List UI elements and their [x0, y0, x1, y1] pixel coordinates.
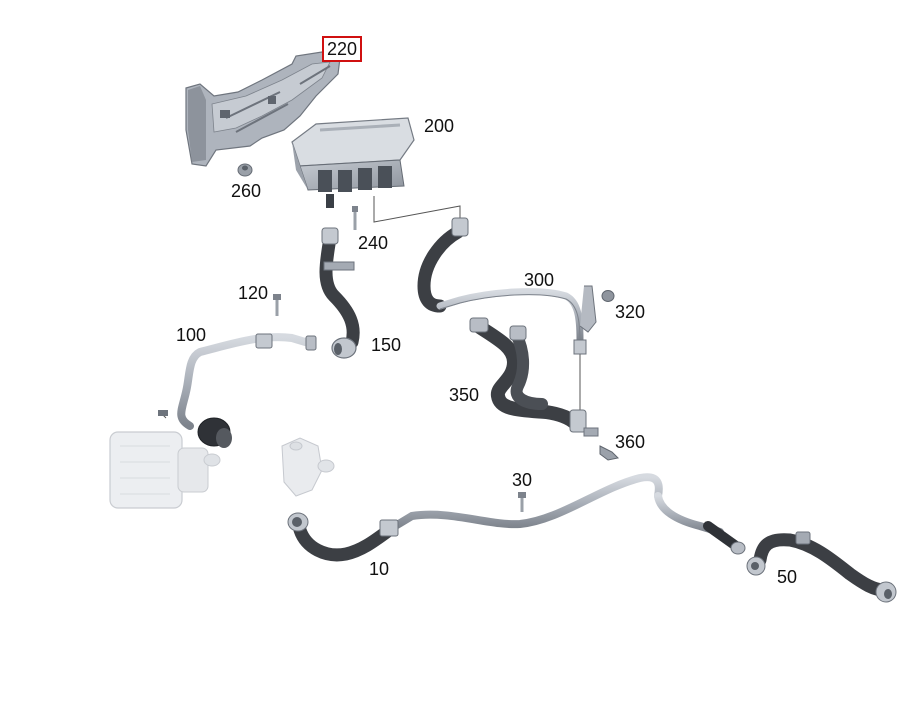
callout-200[interactable]: 200 — [424, 116, 455, 136]
callout-120[interactable]: 120 — [238, 283, 269, 303]
nut-260[interactable] — [237, 163, 253, 177]
ghost-valve — [281, 437, 335, 497]
callout-100[interactable]: 100 — [176, 325, 207, 345]
ghost-heat-exchanger — [109, 431, 221, 509]
hose-pipe-10[interactable] — [287, 473, 746, 562]
callout-220[interactable]: 220 — [322, 36, 363, 62]
nut-320[interactable] — [601, 290, 615, 302]
callout-240[interactable]: 240 — [358, 233, 389, 253]
callout-360[interactable]: 360 — [615, 432, 646, 452]
pipe-bracket — [579, 285, 597, 333]
bolt-30[interactable] — [518, 492, 526, 512]
bolt-120[interactable] — [273, 294, 281, 316]
callout-30[interactable]: 30 — [512, 470, 533, 490]
pipe-100[interactable] — [158, 333, 317, 448]
callout-50[interactable]: 50 — [777, 567, 798, 587]
bracket-carrier-220[interactable] — [185, 51, 341, 167]
hose-pipe-300[interactable] — [417, 217, 587, 355]
control-unit-200[interactable] — [291, 117, 415, 208]
hose-350[interactable] — [469, 317, 587, 433]
callout-350[interactable]: 350 — [449, 385, 480, 405]
callout-10[interactable]: 10 — [369, 559, 390, 579]
hose-150[interactable] — [319, 227, 360, 359]
bolt-240[interactable] — [352, 206, 358, 230]
callout-300[interactable]: 300 — [524, 270, 555, 290]
callout-150[interactable]: 150 — [371, 335, 402, 355]
callout-320[interactable]: 320 — [615, 302, 646, 322]
callout-260[interactable]: 260 — [231, 181, 262, 201]
hose-50[interactable] — [746, 531, 897, 603]
clip-360[interactable] — [583, 427, 620, 461]
